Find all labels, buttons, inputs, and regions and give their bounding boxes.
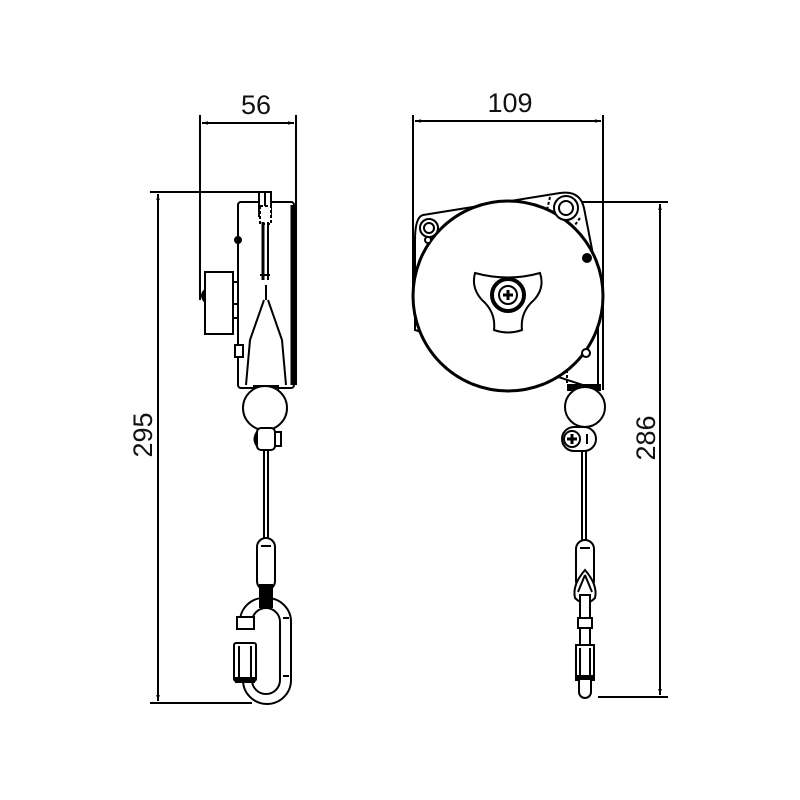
- front-width-label: 109: [487, 88, 532, 118]
- front-width-dimension: [412, 115, 604, 390]
- front-stopper-ball: [564, 386, 606, 428]
- side-width-label: 56: [241, 90, 271, 120]
- side-knob: [204, 271, 234, 335]
- side-stopper-ball: [242, 385, 288, 431]
- front-lock-nut: [575, 644, 595, 680]
- side-width-dimension: [199, 115, 297, 385]
- side-view: [201, 191, 295, 705]
- side-height-label: 295: [128, 412, 158, 457]
- carabiner-lock-nut: [233, 642, 257, 682]
- side-cable-clamp: [256, 427, 276, 451]
- side-height-dimension: [150, 191, 262, 704]
- front-view: [411, 191, 606, 699]
- front-height-label: 286: [631, 415, 661, 460]
- front-height-dimension: [580, 201, 668, 698]
